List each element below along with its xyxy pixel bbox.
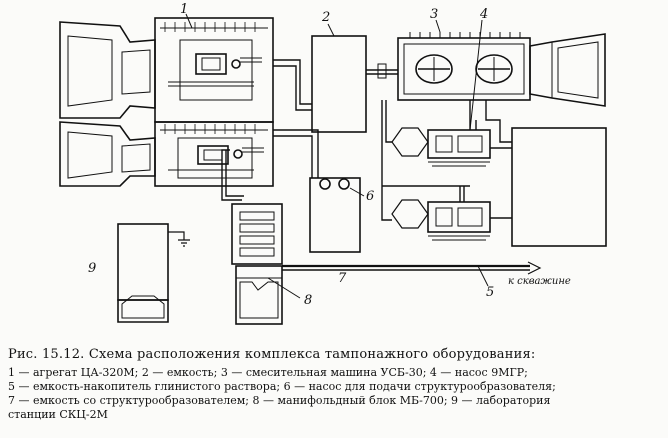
label-5: 5 xyxy=(486,285,494,300)
figure-caption: Рис. 15.12. Схема расположения комплекса… xyxy=(8,346,660,422)
caption-line: 7 — емкость со структурообразователем; 8… xyxy=(8,394,551,407)
label-1: 1 xyxy=(180,2,188,17)
pump-4-lower xyxy=(391,199,491,241)
pump-4-upper xyxy=(391,127,491,167)
label-4: 4 xyxy=(479,7,488,22)
manifold-block-8 xyxy=(231,203,283,325)
cement-unit-bottom xyxy=(59,121,274,187)
label-6: 6 xyxy=(366,189,374,204)
label-8: 8 xyxy=(304,293,312,308)
label-3: 3 xyxy=(430,7,438,22)
caption-title: Рис. 15.12. Схема расположения комплекса… xyxy=(8,347,536,362)
pump-6 xyxy=(319,178,350,190)
caption-line: 1 — агрегат ЦА-320М; 2 — емкость; 3 — см… xyxy=(8,366,528,379)
storage-tank-5 xyxy=(511,127,607,247)
piping xyxy=(185,13,542,299)
caption-line: станции СКЦ-2М xyxy=(8,408,108,421)
cement-unit-top xyxy=(59,17,274,123)
tank-2 xyxy=(311,35,367,133)
laboratory-9 xyxy=(117,223,190,323)
equipment-layout-diagram: 1 2 3 4 6 7 8 9 5 к скважине xyxy=(59,2,607,325)
label-7: 7 xyxy=(338,271,347,286)
mixing-machine-3 xyxy=(397,32,606,107)
label-9: 9 xyxy=(88,261,96,276)
label-2: 2 xyxy=(321,10,330,25)
caption-line: 5 — емкость-накопитель глинистого раство… xyxy=(8,380,556,393)
label-to-well: к скважине xyxy=(508,276,571,287)
tank-7 xyxy=(309,177,361,253)
